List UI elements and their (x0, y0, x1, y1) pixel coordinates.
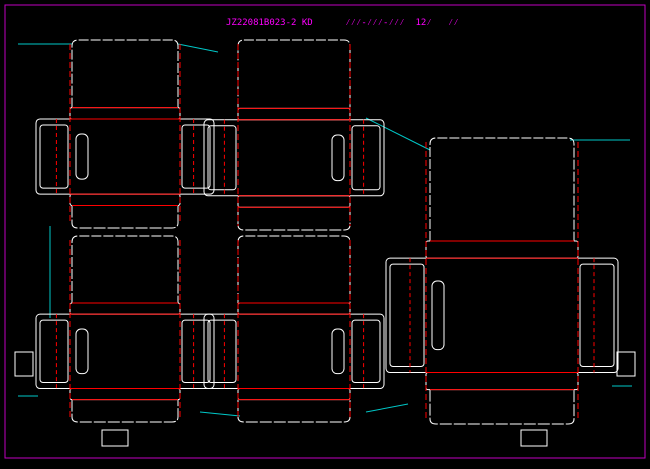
carton-dieline (35, 39, 215, 229)
window-cutout (331, 134, 345, 182)
body-panels (35, 313, 215, 390)
bottom-flap-row (69, 388, 181, 401)
guide-line (177, 43, 219, 53)
side-flap-right (351, 319, 381, 384)
registration-marks (14, 351, 636, 447)
bottom-tuck-flap (237, 207, 351, 231)
dust-flap-row (69, 107, 181, 120)
side-flap-left (207, 319, 237, 384)
guide-line (365, 117, 431, 151)
registration-mark (101, 429, 129, 447)
guide-line (199, 411, 241, 417)
bottom-flap-row (69, 193, 181, 206)
dust-flap-row (425, 240, 579, 259)
bottom-tuck-flap (429, 389, 575, 425)
body-panels (35, 118, 215, 195)
body-panels (203, 119, 385, 197)
guide-line (365, 403, 409, 413)
box-dielines (35, 39, 619, 425)
carton-dieline (385, 137, 619, 425)
side-flap-left (389, 263, 425, 368)
window-cutout (431, 280, 445, 351)
dust-flap-row (69, 302, 181, 315)
bottom-flap-row (425, 372, 579, 391)
bottom-tuck-flap (71, 205, 179, 229)
side-flap-left (39, 124, 69, 189)
window-cutout (331, 328, 345, 375)
side-flap-right (579, 263, 615, 368)
side-flap-right (351, 125, 381, 191)
bottom-flap-row (237, 388, 351, 401)
dust-flap-row (237, 302, 351, 315)
body-panels (203, 313, 385, 390)
side-flap-left (39, 319, 69, 384)
registration-mark (520, 429, 548, 447)
side-flap-right (181, 319, 211, 384)
drawing-frame (4, 4, 646, 459)
window-cutout (75, 328, 89, 375)
side-flap-left (207, 125, 237, 191)
carton-dieline (203, 235, 385, 423)
top-tuck-flap (429, 137, 575, 241)
bottom-flap-row (237, 195, 351, 208)
carton-dieline (203, 39, 385, 231)
top-tuck-flap (71, 235, 179, 303)
top-tuck-flap (237, 39, 351, 109)
top-tuck-flap (71, 39, 179, 108)
registration-mark (616, 351, 636, 377)
dust-flap-row (237, 107, 351, 121)
side-flap-right (181, 124, 211, 189)
body-panels (385, 257, 619, 374)
guide-lines (18, 43, 632, 417)
carton-dieline (35, 235, 215, 423)
bottom-tuck-flap (237, 399, 351, 423)
registration-mark (14, 351, 34, 377)
bottom-tuck-flap (71, 399, 179, 423)
window-cutout (75, 133, 89, 180)
top-tuck-flap (237, 235, 351, 303)
drawing-title: JZ22081B023-2 KD ⁄⁄⁄-⁄⁄⁄-⁄⁄⁄ 12⁄ ⁄⁄ (226, 18, 459, 28)
